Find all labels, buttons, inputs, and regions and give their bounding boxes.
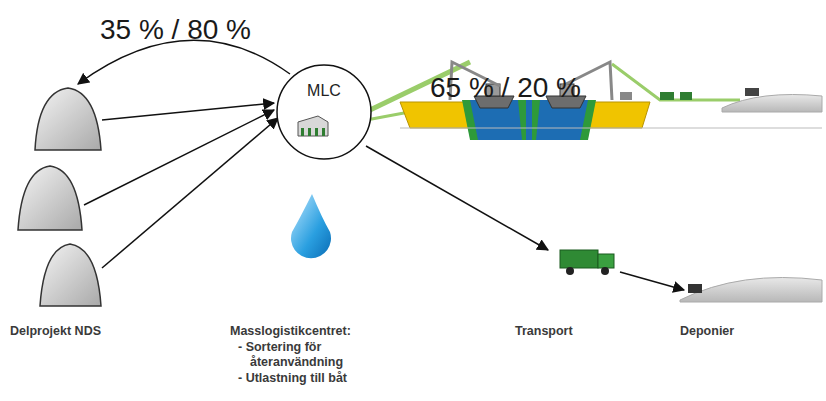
percentage-label: 35 % / 80 % xyxy=(100,14,251,46)
node-label: MLC xyxy=(276,82,372,100)
quay-wall xyxy=(532,100,540,140)
vehicle xyxy=(680,92,692,100)
soil-mound xyxy=(18,166,82,230)
flow-arrow xyxy=(620,272,684,290)
landfill xyxy=(680,278,822,303)
flow-arrow xyxy=(102,103,274,120)
column-label: Delprojekt NDS xyxy=(10,324,101,339)
column-label: Transport xyxy=(515,324,573,339)
percentage-label: 65 % / 20 % xyxy=(430,72,581,104)
truck xyxy=(601,267,609,275)
truck xyxy=(560,250,598,268)
vehicle xyxy=(660,92,674,100)
water-drop xyxy=(291,194,331,258)
circle-outline xyxy=(276,64,372,160)
vehicle xyxy=(620,92,632,100)
list-item: - Sortering för återanvändning xyxy=(238,340,372,370)
quay-wall xyxy=(518,100,526,140)
list-item: - Utlastning till båt xyxy=(238,371,390,386)
bulldozer xyxy=(688,284,702,293)
quay-wall xyxy=(580,100,596,140)
quay-wall xyxy=(462,100,478,140)
soil-mound xyxy=(35,88,101,150)
column-label: Masslogistikcentret: xyxy=(230,324,351,339)
bulldozer xyxy=(745,88,759,96)
soil-mound xyxy=(40,244,101,306)
flow-arrow xyxy=(102,118,278,268)
column-label: Deponier xyxy=(680,324,734,339)
truck xyxy=(566,267,574,275)
ground-line xyxy=(400,128,822,129)
quay xyxy=(588,102,650,128)
return-arrow xyxy=(78,40,290,84)
truck xyxy=(598,254,614,268)
process-circle: MLC xyxy=(276,64,372,160)
quay xyxy=(400,102,470,128)
flow-arrow xyxy=(84,110,274,205)
flow-arrow xyxy=(366,146,548,250)
landfill xyxy=(722,95,822,113)
conveyor xyxy=(612,64,740,100)
